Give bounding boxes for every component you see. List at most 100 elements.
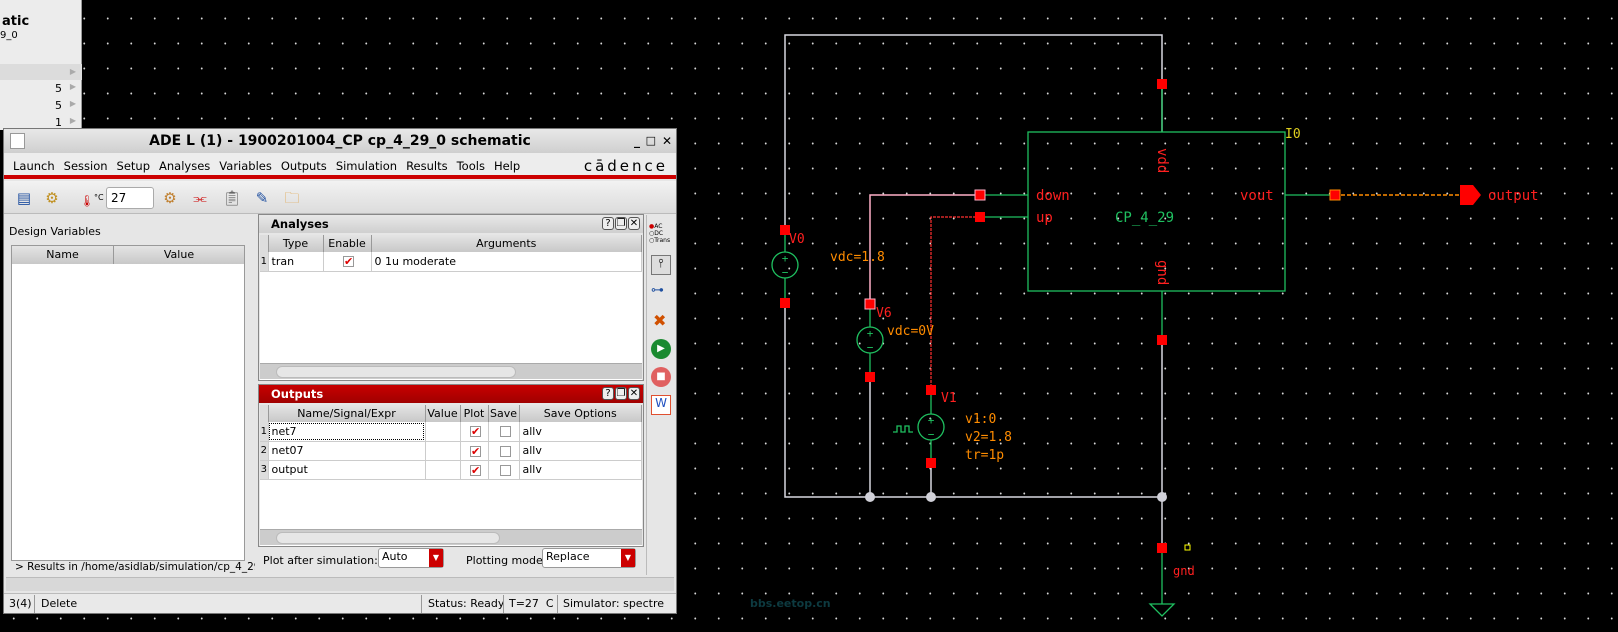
save-checkbox[interactable] [499,445,511,457]
menu-simulation[interactable]: Simulation [335,159,398,173]
bg-row-selected[interactable]: ▶ [0,64,82,80]
column-enable[interactable]: Enable [323,235,372,252]
save-checkbox[interactable] [499,464,511,476]
maximize-button[interactable]: □ [645,134,656,147]
radio-ac[interactable]: ●AC [649,223,663,230]
instance-cell-name: CP_4_29 [1115,210,1174,226]
pin-label-down: down [1036,188,1070,204]
run-icon[interactable]: ▶ [651,339,671,359]
column-arguments[interactable]: Arguments [371,235,642,252]
output-pin-label: output [1488,188,1539,204]
column-type[interactable]: Type [268,235,324,252]
menu-results[interactable]: Results [406,159,448,173]
horizontal-scrollbar[interactable] [260,529,642,545]
close-icon[interactable]: ✕ [628,217,640,230]
minimize-button[interactable]: _ [634,134,640,148]
tune-icon[interactable]: ⫯ [651,255,671,275]
save-state-icon[interactable]: ⚙ [45,189,59,207]
clipboard-icon[interactable]: 📋︎ [222,189,242,207]
design-variables-table[interactable]: Name Value [11,245,245,561]
temperature-input[interactable]: 27 [106,187,154,209]
setup-model-icon[interactable]: ⚙ [163,189,177,207]
bg-row[interactable]: 1▶ [55,116,76,129]
plotting-mode-select[interactable]: Replace▼ [542,548,636,568]
sim-status: Status: Ready [428,597,505,610]
ground-label: gnd [1173,564,1195,578]
menu-launch[interactable]: Launch [13,159,55,173]
watermark: bbs.eetop.cn [750,597,831,610]
column-plot[interactable]: Plot [460,405,489,422]
hierarchy-icon[interactable]: ⊶ [651,283,664,298]
load-state-icon[interactable]: ▤ [16,189,32,207]
float-icon[interactable]: ❐ [615,217,627,230]
output-name[interactable]: output [268,460,426,480]
menu-tools[interactable]: Tools [456,159,485,173]
svg-text:+: + [867,327,874,340]
help-icon[interactable]: ? [602,387,614,400]
wire-gnd-bus [784,303,1162,498]
column-save[interactable]: Save [488,405,520,422]
help-icon[interactable]: ? [602,217,614,230]
window-title: ADE L (1) - 1900201004_CP cp_4_29_0 sche… [149,133,531,149]
plot-after-select[interactable]: Auto▼ [378,548,444,568]
v1-param: v2=1.8 [965,430,1012,445]
edit-icon[interactable]: ✎ [255,189,269,207]
pins [780,79,1341,553]
plot-checkbox[interactable]: ✔ [470,463,481,477]
float-icon[interactable]: ❐ [615,387,627,400]
svg-text:−: − [928,428,935,441]
svg-text:+: + [928,414,935,427]
title-bar[interactable]: ADE L (1) - 1900201004_CP cp_4_29_0 sche… [4,129,676,153]
horizontal-scrollbar[interactable] [260,363,642,379]
thermometer-icon: 🌡︎°C [80,193,104,208]
column-save-options[interactable]: Save Options [519,405,642,422]
menu-analyses[interactable]: Analyses [159,159,211,173]
v6-source-icon [856,326,884,354]
close-button[interactable]: ✕ [661,134,672,148]
plot-checkbox[interactable]: ✔ [470,444,481,458]
v1-param: v1:0 [965,412,996,427]
output-value [425,460,461,480]
stop-icon[interactable]: ■ [651,367,671,387]
bg-row[interactable]: 5▶ [55,99,76,112]
bg-row[interactable]: 5▶ [55,82,76,95]
column-value[interactable]: Value [114,246,244,264]
save-checkbox[interactable] [499,426,511,438]
output-name[interactable]: net07 [268,441,426,461]
instance-box [1027,131,1286,292]
column-name[interactable]: Name [12,246,114,264]
window-scrollbar[interactable] [6,577,674,591]
netlist-icon[interactable]: ⫘ [193,189,207,207]
last-command: Delete [41,597,78,610]
column-value[interactable]: Value [425,405,461,422]
menu-help[interactable]: Help [493,159,521,173]
menu-session[interactable]: Session [63,159,108,173]
menu-bar: Launch Session Setup Analyses Variables Outpu… [4,153,676,179]
open-folder-icon[interactable]: 🗀 [284,189,300,207]
output-name[interactable]: net7 [268,422,426,442]
selection-count: 3(4) [9,597,32,610]
close-icon[interactable]: ✕ [628,387,640,400]
background-window: atic 9_0 ▶ 5▶ 5▶ 1▶ [0,0,82,130]
menu-outputs[interactable]: Outputs [280,159,327,173]
menu-variables[interactable]: Variables [219,159,272,173]
column-name[interactable]: Name/Signal/Expr [268,405,426,422]
menu-setup[interactable]: Setup [116,159,151,173]
ground-icon [1148,603,1176,617]
simulator-status: Simulator: spectre [563,597,664,610]
plot-waveform-icon[interactable]: W [651,395,671,415]
radio-dc[interactable]: ○DC [649,230,664,237]
delete-icon[interactable]: ✖ [653,311,667,330]
save-options: allv [519,422,642,442]
enable-checkbox[interactable]: ✔ [343,255,354,269]
radio-trans[interactable]: ○Trans [649,237,671,244]
app-icon [10,133,25,149]
plot-checkbox[interactable]: ✔ [470,425,481,439]
